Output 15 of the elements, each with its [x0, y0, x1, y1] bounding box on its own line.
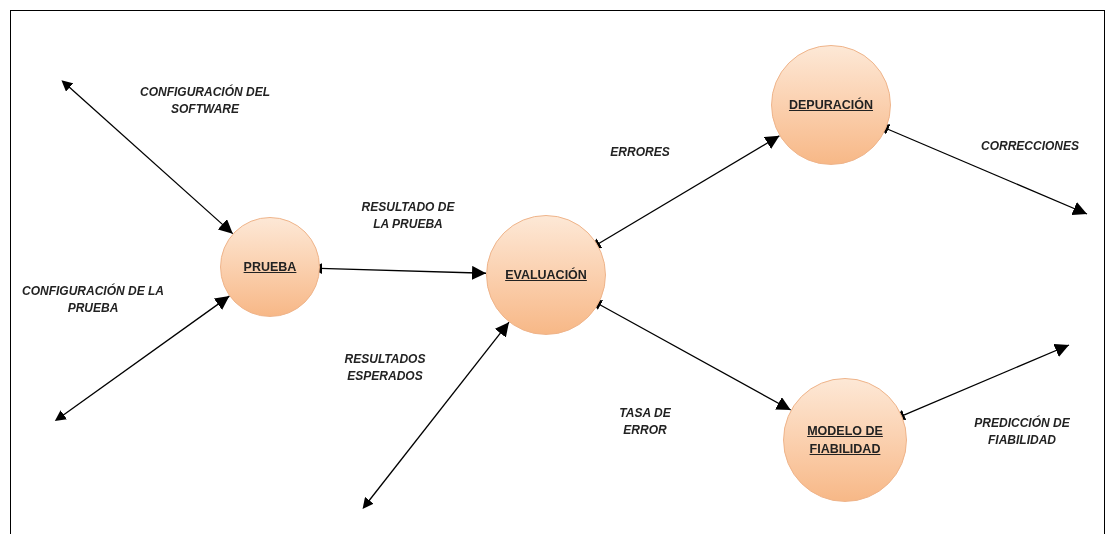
node-label: PRUEBA — [242, 258, 298, 276]
arrow — [61, 80, 234, 235]
node-label: DEPURACIÓN — [787, 96, 874, 114]
edge-label: PREDICCIÓN DE FIABILIDAD — [973, 415, 1071, 449]
edge-label: RESULTADO DE LA PRUEBA — [360, 199, 456, 233]
edge-label: CONFIGURACIÓN DEL SOFTWARE — [139, 84, 271, 118]
edge-label: CORRECCIONES — [980, 137, 1080, 155]
edge-label: TASA DE ERROR — [618, 405, 672, 439]
node-label: EVALUACIÓN — [504, 266, 588, 284]
edge-label: CONFIGURACIÓN DE LA PRUEBA — [21, 283, 165, 317]
arrow — [54, 295, 230, 422]
arrow — [362, 321, 510, 509]
edge-label: ERRORES — [609, 143, 671, 161]
edge-label: RESULTADOS ESPERADOS — [343, 351, 427, 385]
node-label: MODELO DE FIABILIDAD — [806, 422, 884, 458]
